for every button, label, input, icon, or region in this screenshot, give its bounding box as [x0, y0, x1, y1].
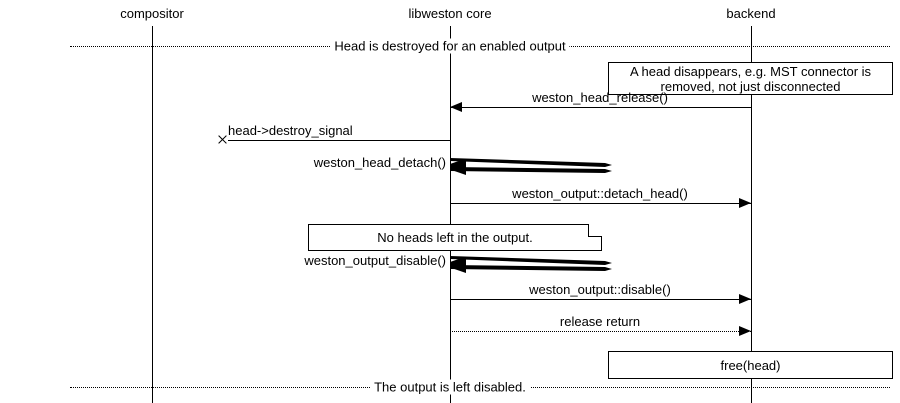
message-label-weston-output-disable-call: weston_output_disable() [304, 253, 446, 268]
message-line-head-destroy-signal [228, 140, 450, 141]
message-label-weston-head-release: weston_head_release() [532, 90, 668, 105]
divider-label-bottom: The output is left disabled. [370, 379, 530, 395]
lost-message-x-icon [217, 134, 228, 145]
selfcall-weston-output-disable-shape [450, 256, 612, 273]
message-label-weston-head-detach: weston_head_detach() [313, 155, 446, 170]
message-line-weston-output-disable [450, 299, 751, 300]
note-head-disappears: A head disappears, e.g. MST connector is… [608, 62, 893, 95]
arrowhead-right-weston-output-disable [739, 294, 751, 304]
lifeline-backend [751, 26, 752, 403]
lifeline-compositor [152, 26, 153, 403]
message-line-release-return [450, 331, 751, 332]
selfcall-weston-output-disable [450, 256, 615, 285]
arrowhead-right-release-return [739, 326, 751, 336]
message-label-release-return: release return [559, 314, 641, 329]
note-no-heads-left: No heads left in the output. [308, 224, 602, 251]
arrowhead-right-weston-output-detach-head [739, 198, 751, 208]
arrowhead-left-weston-head-release [450, 102, 462, 112]
actor-label-libweston-core: libweston core [408, 6, 492, 21]
message-label-head-destroy-signal: head->destroy_signal [228, 123, 353, 138]
actor-label-compositor: compositor [120, 6, 184, 21]
actor-label-backend: backend [726, 6, 776, 21]
lifeline-libweston-core [450, 26, 451, 403]
message-line-weston-head-release [450, 107, 751, 108]
note-dogear-icon [588, 224, 602, 237]
selfcall-weston-head-detach-shape [450, 158, 612, 175]
message-label-weston-output-disable: weston_output::disable() [529, 282, 671, 297]
divider-label-top: Head is destroyed for an enabled output [330, 38, 570, 54]
message-label-weston-output-detach-head: weston_output::detach_head() [512, 186, 688, 201]
selfcall-weston-head-detach [450, 158, 615, 187]
note-free-head: free(head) [608, 351, 893, 379]
message-line-weston-output-detach-head [450, 203, 751, 204]
